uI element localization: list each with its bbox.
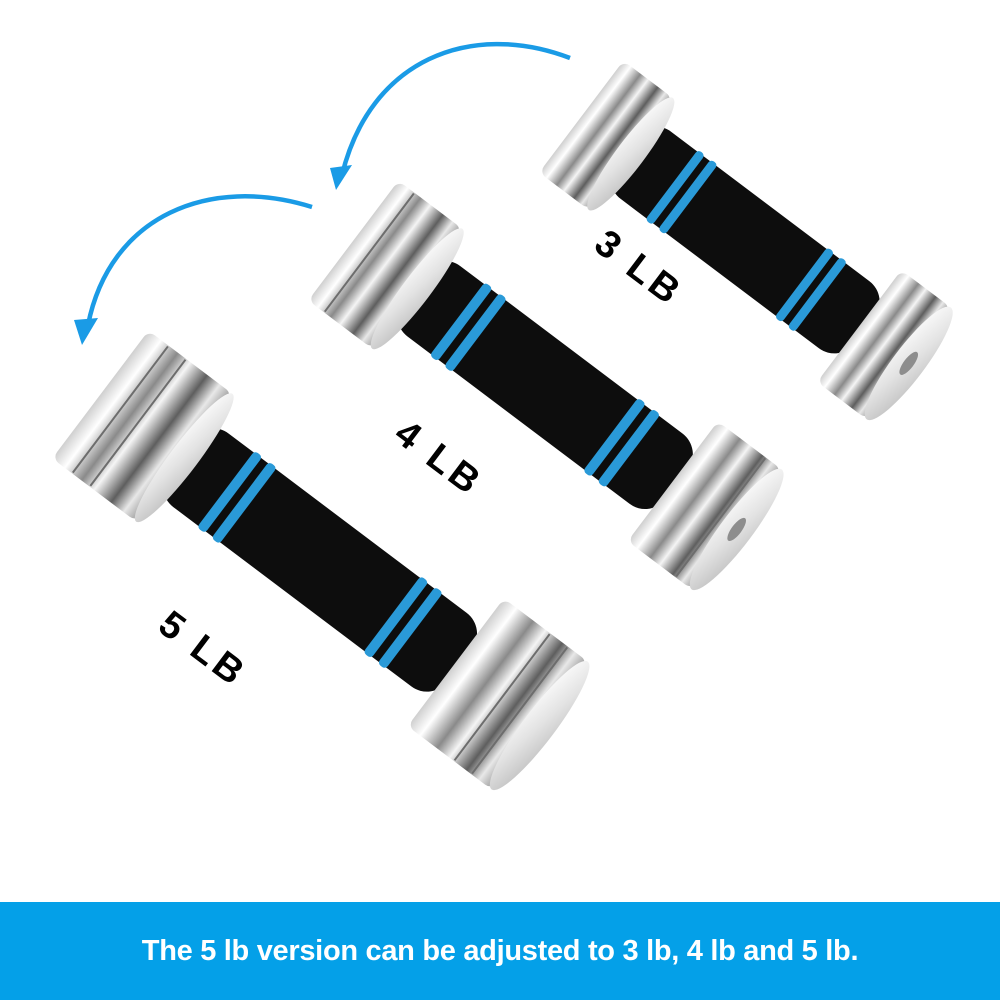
curved-arrow-icon bbox=[330, 41, 571, 190]
dumbbell-4lb bbox=[311, 183, 784, 591]
caption-text: The 5 lb version can be adjusted to 3 lb… bbox=[141, 934, 859, 967]
curved-arrow-icon bbox=[74, 194, 313, 345]
dumbbell-3lb bbox=[542, 63, 953, 421]
dumbbells-illustration bbox=[55, 41, 953, 791]
caption-banner: The 5 lb version can be adjusted to 3 lb… bbox=[0, 902, 1000, 1000]
product-scene: 3 LB 4 LB 5 LB bbox=[55, 41, 953, 791]
dumbbell-5lb bbox=[55, 333, 590, 791]
